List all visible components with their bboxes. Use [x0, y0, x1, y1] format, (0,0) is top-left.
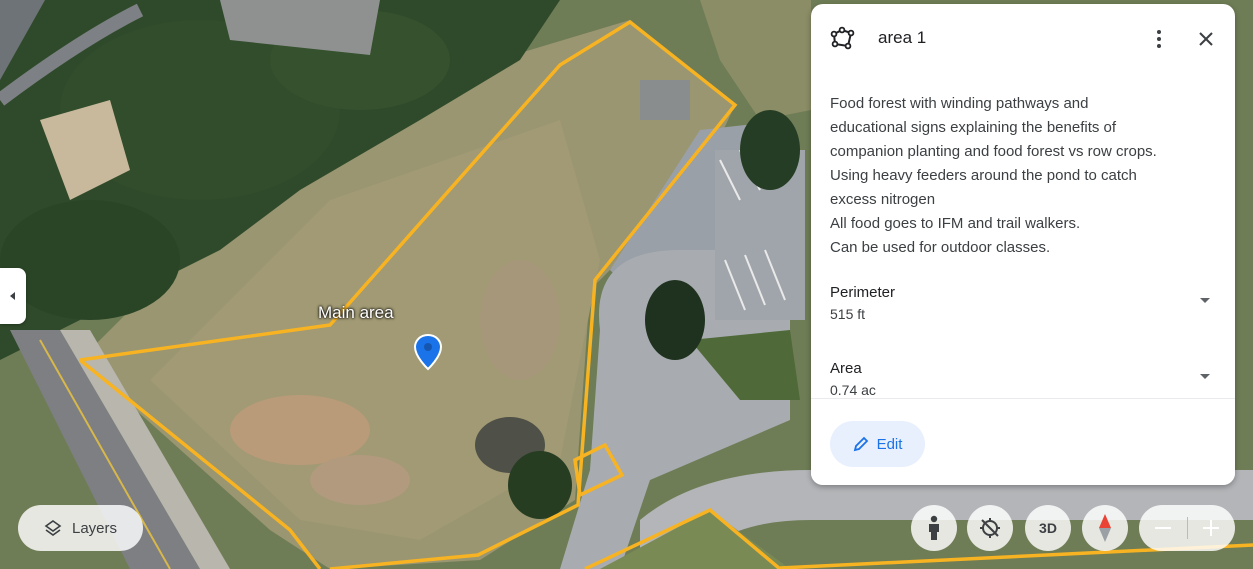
layers-button[interactable]: Layers: [18, 505, 143, 551]
street-view-button[interactable]: [911, 505, 957, 551]
description-line: Can be used for outdoor classes.: [830, 239, 1051, 256]
compass-off-icon: [980, 518, 1000, 538]
close-icon: [1199, 32, 1213, 46]
layers-label: Layers: [71, 519, 118, 537]
edit-button[interactable]: Edit: [830, 421, 925, 467]
description-line: All food goes to IFM and trail walkers.: [830, 215, 1081, 232]
feature-details-panel: area 1 Food forest with winding pathways…: [811, 4, 1235, 485]
zoom-out-button[interactable]: [1139, 505, 1187, 551]
zoom-controls: [1139, 505, 1235, 551]
3d-button[interactable]: 3D: [1025, 505, 1071, 551]
expand-side-panel-button[interactable]: [0, 268, 26, 324]
description-line: excess nitrogen: [830, 191, 936, 208]
pegman-icon: [929, 515, 939, 540]
panel-header: area 1: [811, 4, 1235, 74]
more-options-button[interactable]: [1147, 24, 1171, 54]
pencil-icon: [853, 436, 868, 452]
edit-label: Edit: [876, 435, 903, 453]
description-line: Food forest with winding pathways and: [830, 95, 1089, 112]
dropdown-arrow-icon[interactable]: [1200, 298, 1210, 303]
zoom-in-button[interactable]: [1187, 505, 1235, 551]
feature-description: Food forest with winding pathways and ed…: [830, 92, 1222, 260]
area-value: 0.74 ac: [830, 382, 876, 398]
minus-icon: [1155, 527, 1171, 529]
compass-button[interactable]: [1082, 505, 1128, 551]
area-label: Area: [830, 360, 862, 377]
description-line: educational signs explaining the benefit…: [830, 119, 1117, 136]
dropdown-arrow-icon[interactable]: [1200, 374, 1210, 379]
description-line: companion planting and food forest vs ro…: [830, 143, 1157, 160]
description-line: Using heavy feeders around the pond to c…: [830, 167, 1137, 184]
perimeter-value: 515 ft: [830, 306, 866, 322]
zoom-divider: [1187, 517, 1188, 539]
compass-needle-icon: [1099, 514, 1111, 542]
location-pin-icon[interactable]: [413, 333, 443, 371]
panel-footer: Edit: [811, 398, 1235, 485]
close-button[interactable]: [1191, 24, 1221, 54]
chevron-left-icon: [10, 292, 15, 300]
perimeter-row[interactable]: Perimeter 515 ft: [830, 284, 1210, 322]
tilt-view-button[interactable]: [967, 505, 1013, 551]
layers-icon: [44, 520, 62, 536]
area-row[interactable]: Area 0.74 ac: [830, 360, 1210, 398]
plus-icon: [1203, 520, 1219, 536]
map-area-label[interactable]: Main area: [318, 303, 394, 322]
perimeter-label: Perimeter: [830, 284, 896, 301]
more-vert-icon: [1157, 30, 1161, 48]
panel-title: area 1: [878, 28, 927, 47]
polygon-icon: [830, 26, 855, 50]
